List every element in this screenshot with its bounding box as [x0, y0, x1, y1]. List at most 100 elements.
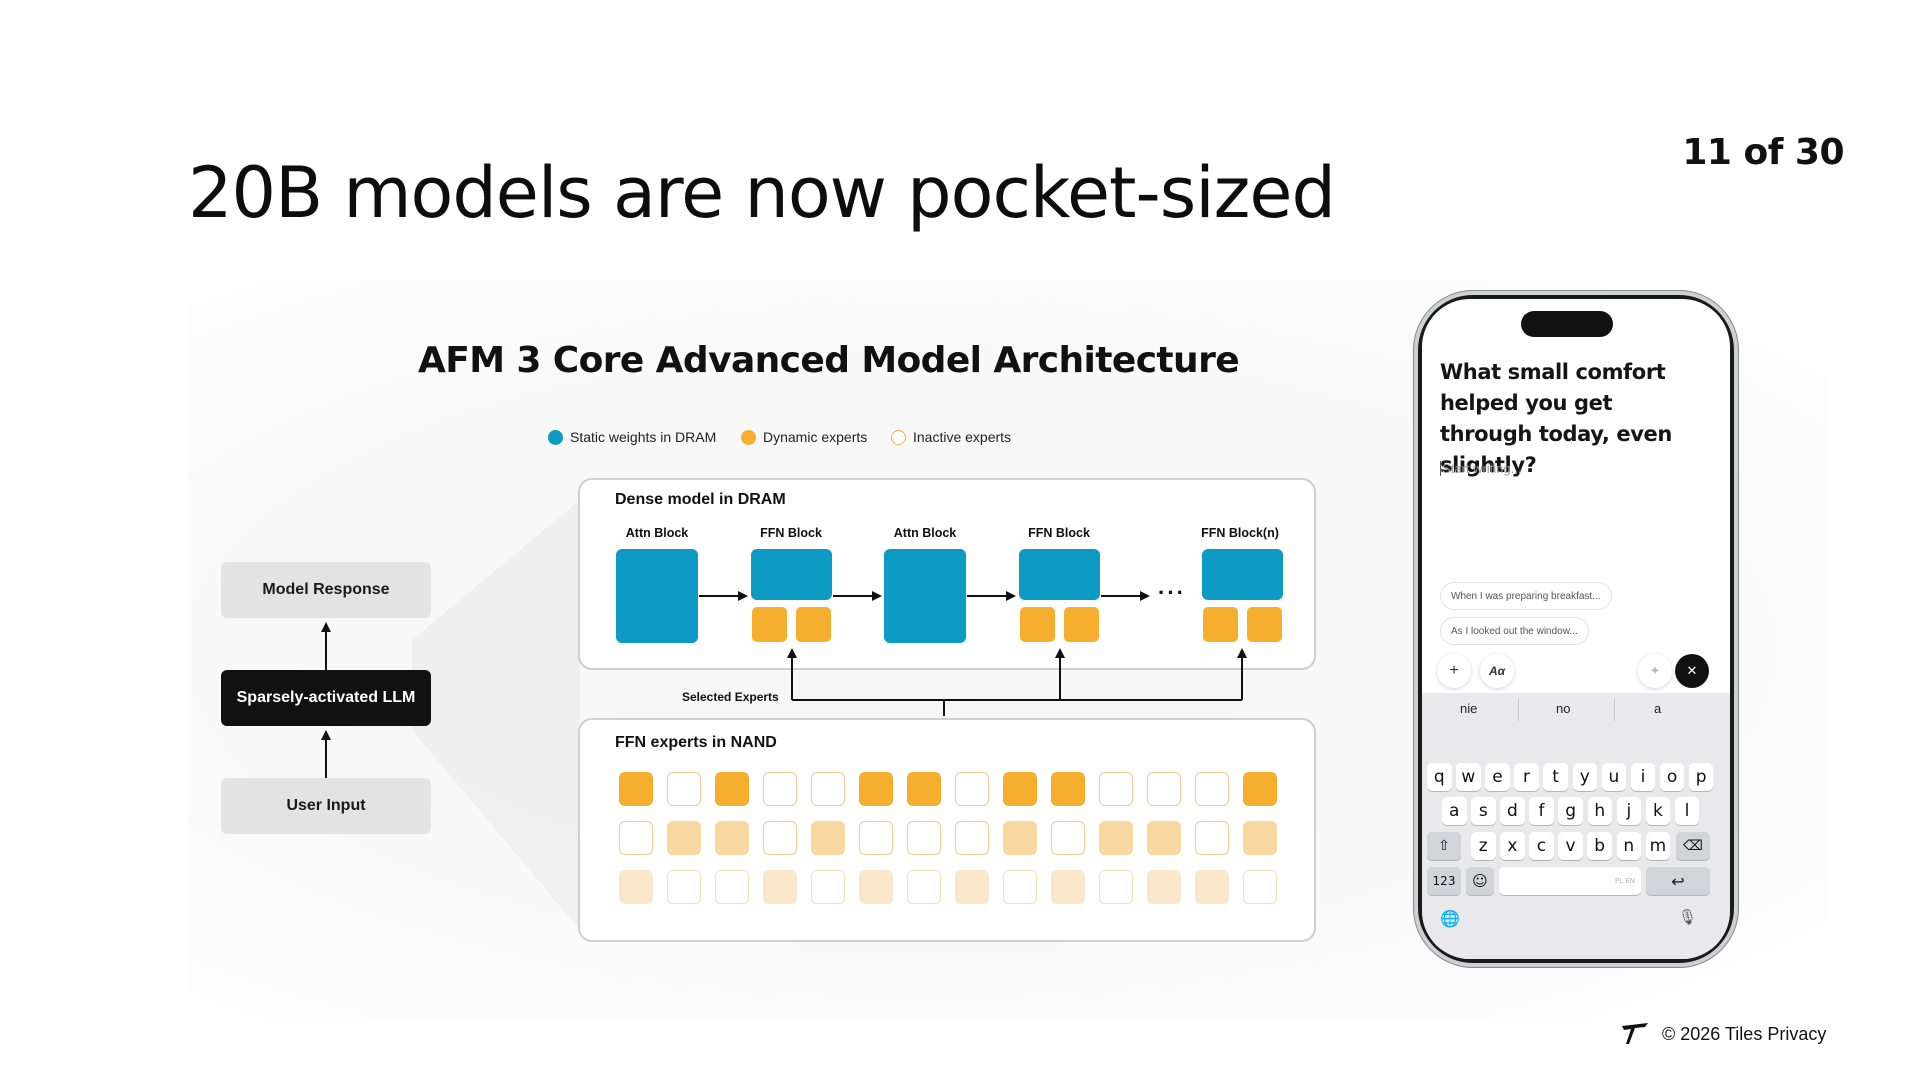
key-d[interactable]: d	[1500, 797, 1525, 825]
expert-cell	[1147, 772, 1181, 806]
format-button[interactable]: Aα	[1480, 654, 1514, 688]
close-button[interactable]: ✕	[1675, 654, 1709, 688]
backspace-key[interactable]: ⌫	[1676, 832, 1710, 860]
keyboard-suggestion[interactable]: no	[1556, 701, 1571, 716]
ai-assist-button[interactable]: ✦	[1638, 654, 1672, 688]
expert-cell	[1003, 870, 1037, 904]
key-w[interactable]: w	[1456, 763, 1481, 791]
key-z[interactable]: z	[1471, 832, 1496, 860]
key-e[interactable]: e	[1485, 763, 1510, 791]
expert-cell	[1147, 821, 1181, 855]
microphone-icon[interactable]: 🎙	[1678, 909, 1698, 926]
journal-prompt: What small comfort helped you get throug…	[1440, 360, 1672, 477]
phone-screen: What small comfort helped you get throug…	[1422, 299, 1730, 959]
key-r[interactable]: r	[1514, 763, 1539, 791]
expert-cell	[811, 870, 845, 904]
suggestion-chip-window[interactable]: As I looked out the window...	[1440, 617, 1589, 645]
journal-input[interactable]: Start writing...	[1440, 461, 1522, 476]
expert-cell	[955, 772, 989, 806]
key-y[interactable]: y	[1572, 763, 1597, 791]
expert-cell	[907, 870, 941, 904]
ffn-block-n	[1202, 549, 1283, 600]
legend-item-static: Static weights in DRAM	[548, 427, 716, 447]
key-g[interactable]: g	[1558, 797, 1583, 825]
dynamic-expert	[752, 607, 787, 642]
key-x[interactable]: x	[1500, 832, 1525, 860]
block-label: FFN Block(n)	[1201, 526, 1279, 540]
key-l[interactable]: l	[1674, 797, 1700, 825]
expert-cell	[1099, 772, 1133, 806]
nand-panel	[578, 718, 1316, 942]
expert-cell	[1099, 870, 1133, 904]
legend-item-inactive: Inactive experts	[891, 427, 1011, 447]
key-c[interactable]: c	[1529, 832, 1554, 860]
key-n[interactable]: n	[1616, 832, 1641, 860]
keyboard-suggestion[interactable]: nie	[1460, 701, 1478, 716]
expert-cell	[667, 772, 701, 806]
emoji-key[interactable]: ☺	[1466, 867, 1494, 895]
key-k[interactable]: k	[1645, 797, 1671, 825]
orange-dot-icon	[741, 429, 756, 445]
globe-icon[interactable]: 🌐	[1440, 911, 1460, 928]
expert-cell	[1243, 870, 1277, 904]
close-icon: ✕	[1686, 663, 1698, 678]
key-h[interactable]: h	[1587, 797, 1612, 825]
slide-title: 20B models are now pocket-sized	[188, 152, 1336, 234]
return-key[interactable]: ↩	[1646, 867, 1710, 895]
expert-cell	[1051, 821, 1085, 855]
diagram-title: AFM 3 Core Advanced Model Architecture	[418, 340, 1240, 381]
expert-cell	[1195, 772, 1229, 806]
expert-cell	[1099, 821, 1133, 855]
emoji-icon: ☺	[1472, 872, 1488, 890]
key-o[interactable]: o	[1659, 763, 1685, 791]
key-v[interactable]: v	[1558, 832, 1583, 860]
expert-cell	[907, 772, 941, 806]
key-a[interactable]: a	[1442, 797, 1467, 825]
key-t[interactable]: t	[1543, 763, 1568, 791]
numbers-key[interactable]: 123	[1427, 867, 1461, 895]
expert-cell	[1003, 821, 1037, 855]
expert-cell	[955, 821, 989, 855]
key-q[interactable]: q	[1427, 763, 1452, 791]
add-button[interactable]: +	[1437, 654, 1471, 688]
shift-key[interactable]: ⇧	[1427, 832, 1461, 860]
phone-mockup: What small comfort helped you get throug…	[1413, 290, 1739, 968]
nand-panel-label: FFN experts in NAND	[615, 734, 777, 751]
suggestion-chip-breakfast[interactable]: When I was preparing breakfast...	[1440, 582, 1612, 610]
plus-icon: +	[1449, 662, 1459, 679]
space-key[interactable]: PL EN	[1499, 867, 1641, 895]
backspace-icon: ⌫	[1683, 838, 1703, 854]
expert-cell	[1051, 870, 1085, 904]
attn-block	[616, 549, 698, 643]
expert-cell	[1051, 772, 1085, 806]
expert-cell	[619, 870, 653, 904]
key-f[interactable]: f	[1529, 797, 1554, 825]
expert-cell	[715, 821, 749, 855]
expert-cell	[763, 821, 797, 855]
user-input-box: User Input	[221, 778, 431, 834]
suggestion-divider	[1614, 699, 1615, 721]
key-b[interactable]: b	[1587, 832, 1612, 860]
dynamic-expert	[1203, 607, 1238, 642]
expert-cell	[859, 821, 893, 855]
suggestion-divider	[1518, 699, 1519, 721]
page-number: 11 of 30	[1682, 132, 1844, 173]
key-p[interactable]: p	[1688, 763, 1714, 791]
keyboard-suggestion[interactable]: a	[1654, 701, 1662, 716]
dynamic-expert	[1020, 607, 1055, 642]
expert-cell	[715, 772, 749, 806]
expert-cell	[1195, 821, 1229, 855]
dynamic-expert	[796, 607, 831, 642]
expert-cell	[1003, 772, 1037, 806]
key-u[interactable]: u	[1601, 763, 1627, 791]
key-m[interactable]: m	[1645, 832, 1671, 860]
key-i[interactable]: i	[1630, 763, 1656, 791]
expert-cell	[955, 870, 989, 904]
expert-cell	[811, 772, 845, 806]
block-label: Attn Block	[893, 526, 957, 540]
key-s[interactable]: s	[1471, 797, 1496, 825]
key-j[interactable]: j	[1616, 797, 1642, 825]
expert-cell	[859, 772, 893, 806]
dynamic-island	[1521, 311, 1613, 337]
footer-copyright: © 2026 Tiles Privacy	[1662, 1024, 1827, 1044]
